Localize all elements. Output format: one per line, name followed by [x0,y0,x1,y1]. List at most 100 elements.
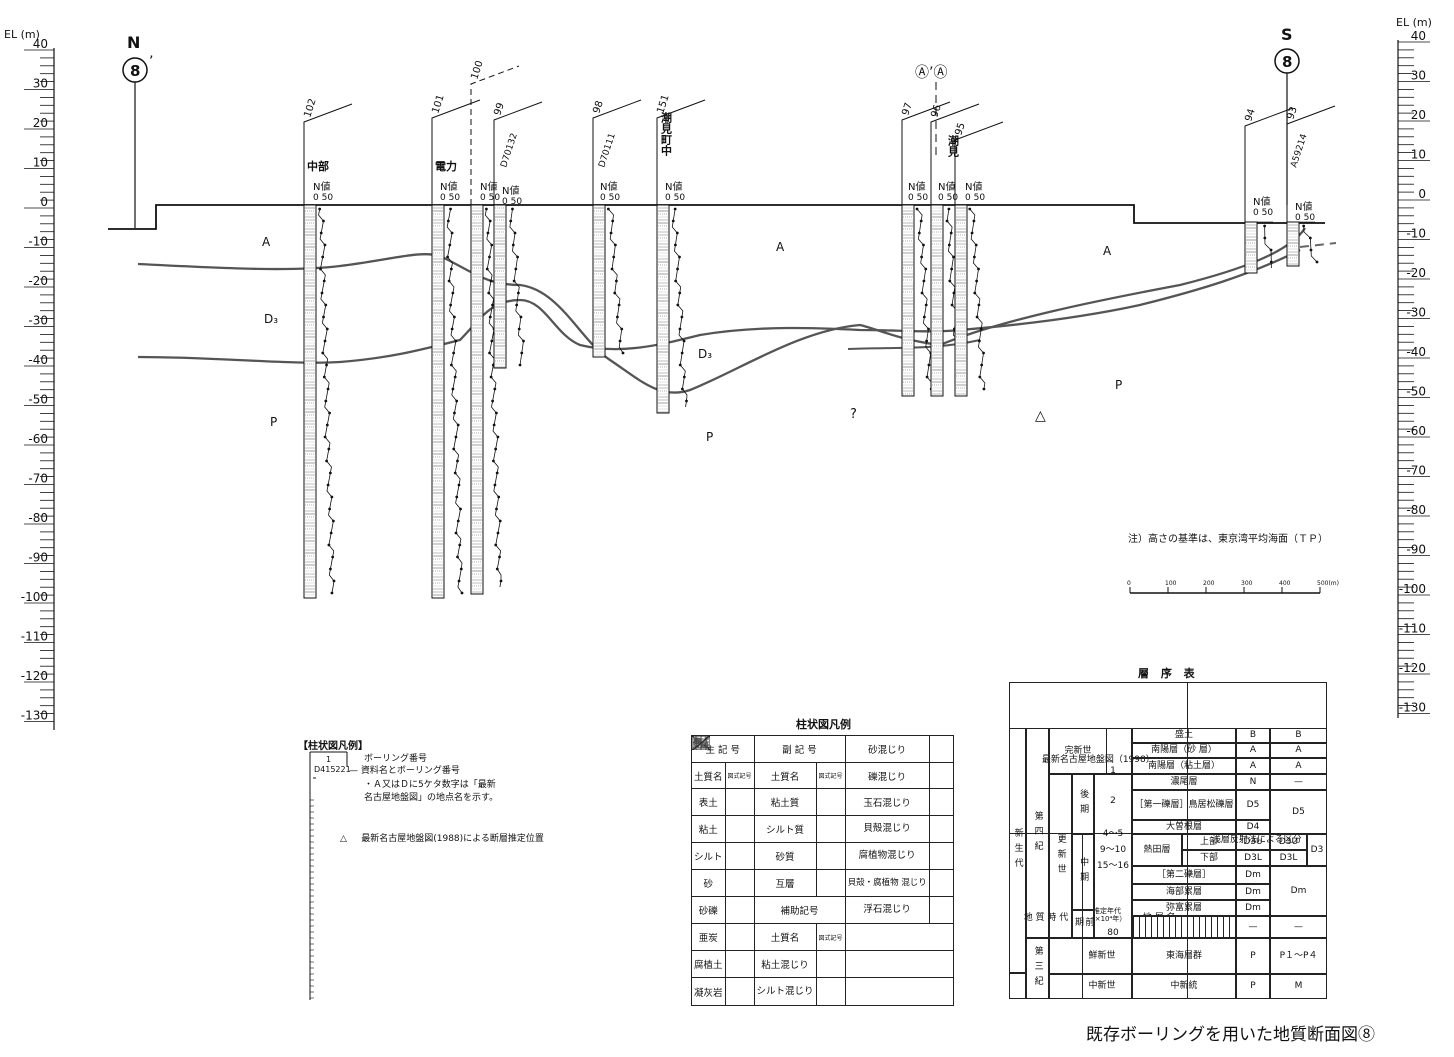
sub-mid: 中期 [1072,834,1094,910]
strat-symbol-text: Dm [1245,886,1261,897]
sub-1: シルト質 [753,815,817,843]
seis-A1: A [1270,743,1327,758]
axis-left-tick-label: -80 [28,511,48,525]
blank-cell-2 [844,950,955,978]
mix-sym-0 [691,735,955,789]
strat-name: 弥富累層 [1132,900,1236,916]
epoch-miocene: 中新世 [1072,974,1132,999]
n-value-scale: 0 50 [665,193,685,203]
axis-right-tick-label: -100 [1399,582,1426,596]
epoch-miocene-text: 中新世 [1088,981,1116,992]
strat-symbol-text: Dm [1245,869,1261,880]
ground-surface-line [108,204,1325,230]
axis-left-tick-label: 40 [33,37,48,51]
col-sym-3: 図式記号 [815,923,846,951]
n-value-scale: 0 50 [313,193,333,203]
n-value-label: N値 [480,180,497,193]
legend-fault: △ 最新名古屋地盤図(1988)による断層推定位置 [340,834,544,844]
strat-symbol-text: D3U [1243,836,1263,847]
scale-label: 100 [1165,580,1177,587]
h-mix-sym [691,735,955,763]
blank-cell-1 [844,923,955,951]
seis-D3U-text: D3U [1278,836,1299,847]
strat-symbol: D4 [1236,820,1270,834]
mix-5: 浮石混じり [844,896,930,924]
epoch-mio-cell [1049,974,1132,999]
axis-right-tick-label: 0 [1418,187,1426,201]
epoch-plio-cell [1049,938,1132,974]
axis-right-tick-label: -90 [1406,543,1426,557]
age-value: 4〜5 [1102,829,1124,839]
strat-symbol: D3U [1236,834,1270,850]
cross-section-mark: Ⓐ’Ⓐ [915,65,947,81]
stratum-label-P3: P [1115,378,1122,392]
mix-3: 腐植物混じり [844,842,930,870]
n-value-scale: 0 50 [440,193,460,203]
strat-name: 東海層群 [1132,938,1236,974]
n-value-label: N値 [908,180,925,193]
axis-right-tick-label: -40 [1406,345,1426,359]
strat-symbol: N [1236,774,1270,790]
strat-name-text: 中新統 [1170,981,1198,992]
ground-extension-dashed [1299,242,1337,248]
strat-name: 濃尾層 [1132,774,1236,790]
period-quaternary: 第四紀 [1026,728,1049,938]
main-6: 腐植土 [691,950,726,978]
col-name-2: 土質名 [753,762,817,789]
strat-name-lower-text: 下部 [1199,852,1218,863]
main-4: 砂礫 [691,896,726,924]
axis-left-tick-label: -50 [28,393,48,407]
strat-symbol: A [1236,743,1270,758]
axis-unit-left: EL (m) [4,28,40,41]
mix-2: 貝殻混じり [844,815,930,843]
epoch-pleistocene: 更新世 [1049,774,1072,938]
boring-number: 102 [302,97,318,119]
strat-symbol: — [1236,916,1270,938]
strat-symbol-text: A [1249,760,1257,771]
sym-lignite [695,735,755,951]
mix-sym-1 [693,737,955,816]
sub-sym-0 [692,735,846,816]
strat-name-text: 弥富累層 [1165,902,1202,913]
n-value-label: N値 [1295,200,1312,213]
boring-code: D70111 [597,132,618,169]
legend-sample-number: 1 [326,755,332,764]
strat-symbol-text: N [1249,776,1257,787]
seis-A2: A [1270,758,1327,774]
scale-label: 400 [1279,580,1291,587]
strat-hatched-unit [1132,916,1236,938]
strat-name-lower: 下部 [1182,850,1236,866]
strat-name-text: 濃尾層 [1170,776,1198,787]
col-sym-1: 図式記号 [724,762,755,789]
mix-1: 玉石混じり [844,788,930,816]
age-value: 15〜16 [1097,861,1129,871]
seis-D3-text: D3 [1310,844,1324,855]
era-cenozoic: 新生代 [1009,728,1026,973]
axis-left-tick-label: -110 [21,630,48,644]
strat-symbol: Dm [1236,900,1270,916]
axis-right-tick-label: 10 [1411,148,1426,162]
period-quaternary-text: 第四紀 [1032,810,1043,856]
strat-name-text: ［第二礫層］ [1156,869,1211,880]
main-3: 砂 [691,869,726,897]
n-value-label: N値 [938,180,955,193]
axis-right-tick-label: -10 [1406,227,1426,241]
fault-triangle-mark: △ [1035,408,1046,424]
epoch-pleistocene-text: 更新世 [1055,833,1066,879]
axis-right-tick-label: 40 [1411,29,1426,43]
sym-humus [695,735,755,978]
n-value-label: N値 [600,180,617,193]
axis-left-tick-label: -20 [28,274,48,288]
seis-P: P１〜P４ [1270,938,1327,974]
sub-3: 互層 [753,869,817,897]
seis-M-text: M [1294,981,1303,992]
stratum-label-A2: A [776,240,785,254]
axis-right-tick-label: -120 [1399,661,1426,675]
